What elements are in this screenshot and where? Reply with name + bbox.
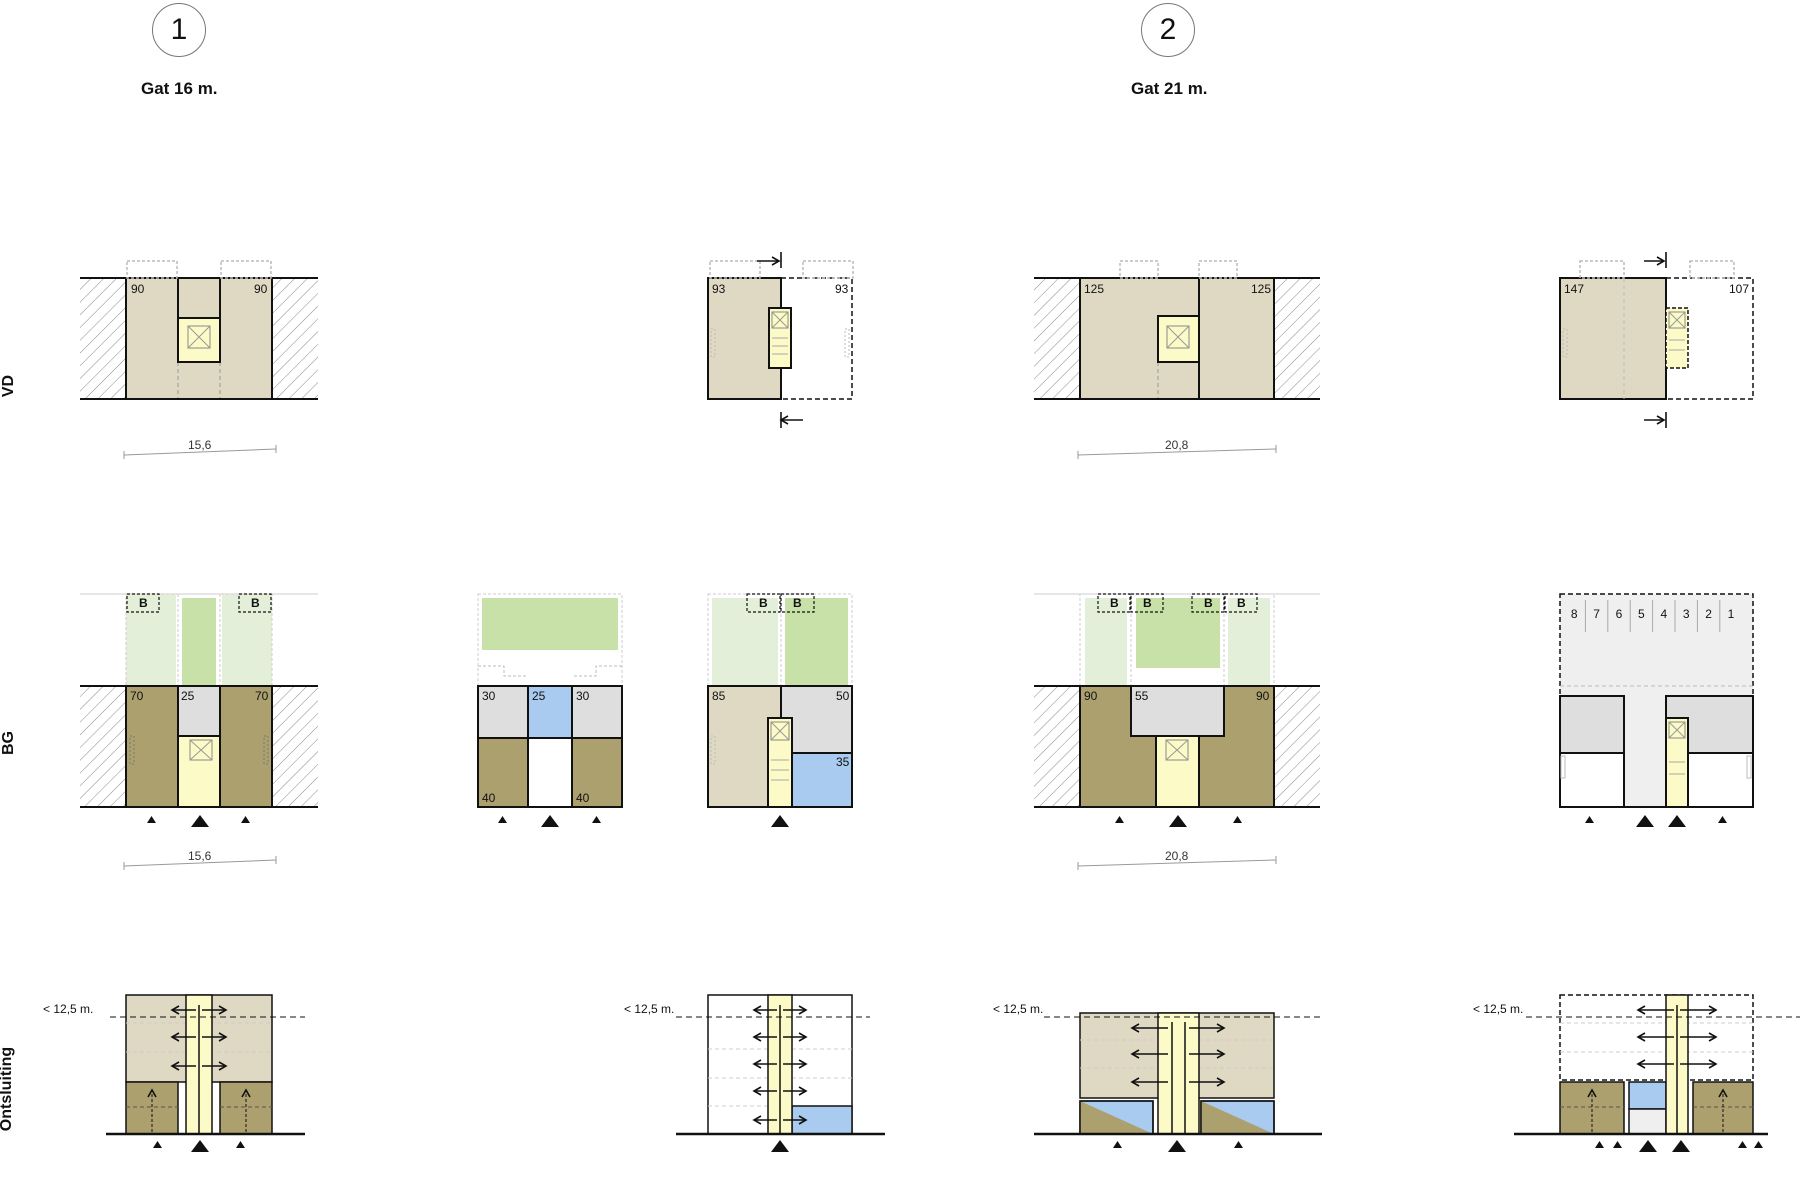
vd-4-apartment — [1559, 277, 1667, 400]
svg-text:B: B — [139, 596, 148, 610]
variant-1-title: Gat 16 m. — [141, 79, 218, 98]
parking-bay-number: 3 — [1683, 607, 1690, 621]
section-1: < 12,5 m. — [43, 994, 305, 1152]
bg-1-right-value: 70 — [255, 689, 269, 703]
variant-2-title: Gat 21 m. — [1131, 79, 1208, 98]
vd-plan-4: 147 107 — [1559, 252, 1754, 428]
vd-1-width-dimension: 15,6 — [188, 438, 212, 452]
vd-3-width-dimension: 20,8 — [1165, 438, 1189, 452]
svg-text:B: B — [1110, 596, 1119, 610]
vd-plan-2: 93 93 — [707, 252, 854, 428]
vd-3-core — [1157, 315, 1200, 363]
bike-storage — [238, 593, 272, 613]
svg-text:40: 40 — [482, 791, 496, 805]
bg-3-core — [767, 717, 793, 808]
bike-storage — [126, 593, 160, 613]
bg-plan-1: B B 70 25 70 15,6 — [80, 593, 318, 870]
variant-2-number: 2 — [1141, 3, 1195, 57]
svg-text:B: B — [1143, 596, 1152, 610]
svg-text:25: 25 — [532, 689, 546, 703]
bg-3-blue-unit — [791, 752, 853, 808]
bg-plan-3: B B 85 50 35 — [707, 593, 853, 827]
svg-text:< 12,5 m.: < 12,5 m. — [624, 1002, 674, 1016]
bg-1-commercial-left — [125, 685, 179, 808]
vd-1-neighbour-hatch-left — [80, 278, 126, 399]
svg-text:20,8: 20,8 — [1165, 849, 1189, 863]
bg-plan-4: B B B B 90 55 90 20,8 — [1034, 593, 1320, 870]
vd-1-left-value: 90 — [131, 282, 145, 296]
variant-1-number: 1 — [152, 3, 206, 57]
svg-text:90: 90 — [1256, 689, 1270, 703]
svg-text:90: 90 — [1084, 689, 1098, 703]
parking-bay-number: 2 — [1705, 607, 1712, 621]
svg-text:35: 35 — [836, 755, 850, 769]
svg-text:85: 85 — [712, 689, 726, 703]
bg-1-mid-value: 25 — [181, 689, 195, 703]
vd-4-core — [1665, 307, 1689, 369]
vd-plan-1: 90 90 15,6 — [80, 260, 318, 459]
svg-text:30: 30 — [576, 689, 590, 703]
svg-text:< 12,5 m.: < 12,5 m. — [993, 1002, 1043, 1016]
vd-3-left-value: 125 — [1084, 282, 1104, 296]
section-4: < 12,5 m. — [1473, 994, 1800, 1152]
vd-3-right-value: 125 — [1251, 282, 1271, 296]
svg-text:B: B — [759, 596, 768, 610]
svg-text:55: 55 — [1135, 689, 1149, 703]
vd-plan-3: 125 125 20,8 — [1034, 260, 1320, 459]
svg-text:B: B — [251, 596, 260, 610]
parking-bay-number: 1 — [1728, 607, 1735, 621]
bg-1-commercial-right — [219, 685, 273, 808]
vd-2-right-value: 93 — [835, 282, 849, 296]
parking-bay-number: 4 — [1660, 607, 1667, 621]
svg-text:40: 40 — [576, 791, 590, 805]
section-3: < 12,5 m. — [993, 1002, 1322, 1152]
parking-bay-number: 6 — [1616, 607, 1623, 621]
parking-bay-number: 5 — [1638, 607, 1645, 621]
bg-plan-2: 30 25 30 40 40 — [477, 593, 623, 827]
vd-1-core — [177, 317, 221, 363]
bg-1-width-dimension: 15,6 — [188, 849, 212, 863]
svg-text:50: 50 — [836, 689, 850, 703]
parking-bay-number: 8 — [1571, 607, 1578, 621]
svg-text:< 12,5 m.: < 12,5 m. — [1473, 1002, 1523, 1016]
vd-4-right-value: 107 — [1729, 282, 1749, 296]
svg-text:B: B — [793, 596, 802, 610]
vd-1-right-value: 90 — [254, 282, 268, 296]
vd-2-left-value: 93 — [712, 282, 726, 296]
parking-bays: 8 7 6 5 4 3 2 1 — [1571, 600, 1735, 632]
bg-1-left-value: 70 — [130, 689, 144, 703]
height-limit-label: < 12,5 m. — [43, 1002, 93, 1016]
svg-text:30: 30 — [482, 689, 496, 703]
svg-text:B: B — [1237, 596, 1246, 610]
bg-plan-5-parking: 8 7 6 5 4 3 2 1 — [1559, 593, 1754, 827]
svg-text:B: B — [1204, 596, 1213, 610]
section-2: < 12,5 m. — [624, 994, 885, 1152]
vd-1-neighbour-hatch-right — [272, 278, 318, 399]
vd-4-left-value: 147 — [1564, 282, 1584, 296]
bg-1-entrance-core — [177, 735, 221, 808]
parking-bay-number: 7 — [1593, 607, 1600, 621]
